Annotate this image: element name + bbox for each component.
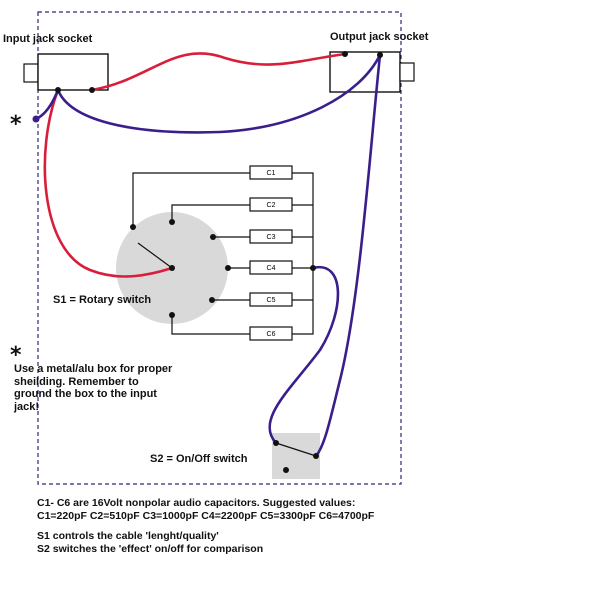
capacitor-label-c2: C2	[267, 202, 276, 209]
ground-star-note: *	[10, 343, 22, 368]
capacitor-label-c4: C4	[267, 265, 276, 272]
input-jack-label: Input jack socket	[3, 33, 93, 45]
ground-note-line-4: jack!	[14, 400, 40, 413]
capacitor-c4	[249, 260, 293, 275]
output-jack-socket	[329, 51, 415, 93]
footer-line-3: S1 controls the cable 'lenght/quality'	[37, 530, 219, 542]
capacitors: C1 C2 C3 C4 C5 C6	[249, 165, 293, 341]
capacitor-c3	[249, 229, 293, 244]
capacitor-wiring	[132, 172, 317, 457]
ground-note: Use a metal/alu box for proper sheilding…	[14, 363, 172, 413]
hot-wires	[43, 52, 347, 278]
ground-wires	[34, 53, 382, 458]
ground-star-top: *	[10, 112, 22, 137]
capacitor-label-c6: C6	[267, 331, 276, 338]
footer-line-4: S2 switches the 'effect' on/off for comp…	[37, 542, 264, 555]
junction-dots	[32, 51, 383, 473]
capacitor-label-c5: C5	[267, 297, 276, 304]
capacitor-c1	[249, 165, 293, 180]
output-jack-label: Output jack socket	[330, 31, 429, 43]
capacitor-c2	[249, 197, 293, 212]
onoff-switch-label: S2 = On/Off switch	[150, 453, 248, 465]
input-jack-socket	[23, 53, 109, 91]
footer-line-2: C1=220pF C2=510pF C3=1000pF C4=2200pF C5…	[37, 509, 375, 522]
capacitor-label-c1: C1	[267, 170, 276, 177]
onoff-switch-s2	[272, 433, 320, 479]
capacitor-c5	[249, 292, 293, 307]
footer-line-1: C1- C6 are 16Volt nonpolar audio capacit…	[37, 497, 356, 509]
footer-notes: C1- C6 are 16Volt nonpolar audio capacit…	[37, 497, 374, 555]
rotary-switch-label: S1 = Rotary switch	[53, 294, 152, 306]
ground-note-line-3: ground the box to the input	[14, 388, 157, 400]
enclosure-box	[37, 11, 402, 485]
ground-note-line-2: sheilding. Remember to	[14, 375, 139, 388]
capacitor-c6	[249, 326, 293, 341]
ground-note-line-1: Use a metal/alu box for proper	[14, 363, 173, 375]
capacitor-label-c3: C3	[267, 234, 276, 241]
